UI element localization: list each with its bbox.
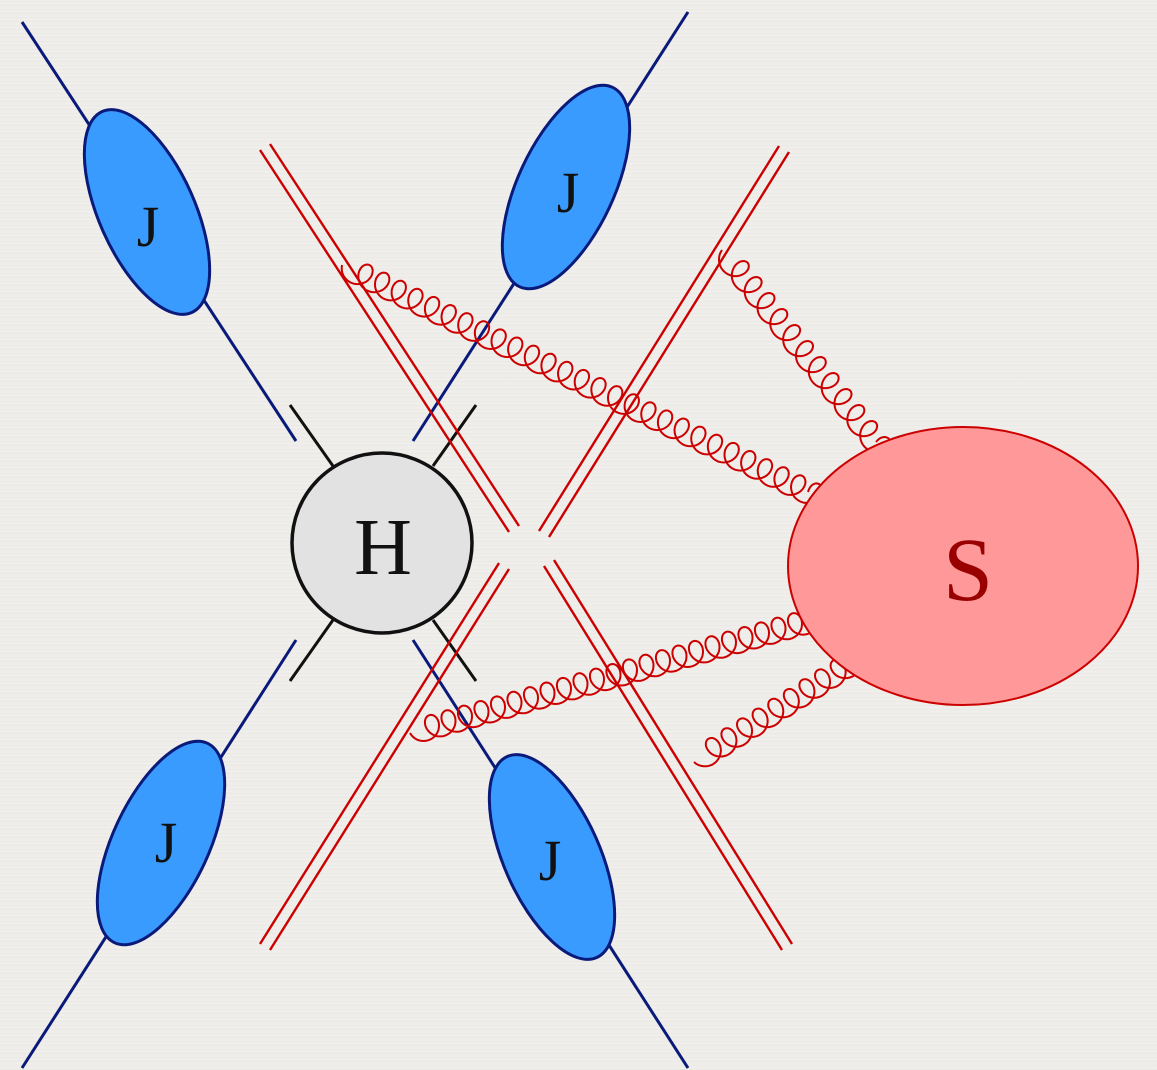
wilson-line-1 [258,143,521,533]
jet-function-upper-left: J [82,108,212,316]
wilson-line-2 [537,145,791,538]
jet-label: J [557,160,580,225]
hard-blob [290,451,474,635]
soft-label: S [943,521,993,620]
jet-label: J [137,194,160,259]
soft-blob [787,426,1139,706]
gluon-lines [340,249,892,768]
jet-blob [82,108,212,316]
gluon-line-lower-short [693,648,863,768]
gluon-line-lower-long [409,607,820,743]
hard-leg-lower-right [431,619,478,682]
jet-function-upper-right: J [500,83,632,291]
jet-blob [500,83,632,291]
jet-label: J [539,828,562,893]
hard-label: H [354,504,412,592]
hard-leg-lower-left [288,619,335,682]
wilson-line-3 [258,562,511,951]
jet-function-lower-left: J [95,739,227,947]
gluon-line-upper-long [340,263,823,505]
wilson-line-4 [542,559,794,951]
hard-leg-upper-left [288,404,335,467]
hard-vertex-legs [288,404,478,682]
jet-blob [487,753,617,961]
wilson-lines [258,143,794,951]
jet-function-lower-right: J [487,753,617,961]
jet-label: J [155,810,178,875]
hard-function: H [290,451,474,635]
gluon-line-upper-short [717,249,892,454]
soft-function: S [787,426,1139,706]
hard-leg-upper-right [431,404,478,467]
jet-blob [95,739,227,947]
